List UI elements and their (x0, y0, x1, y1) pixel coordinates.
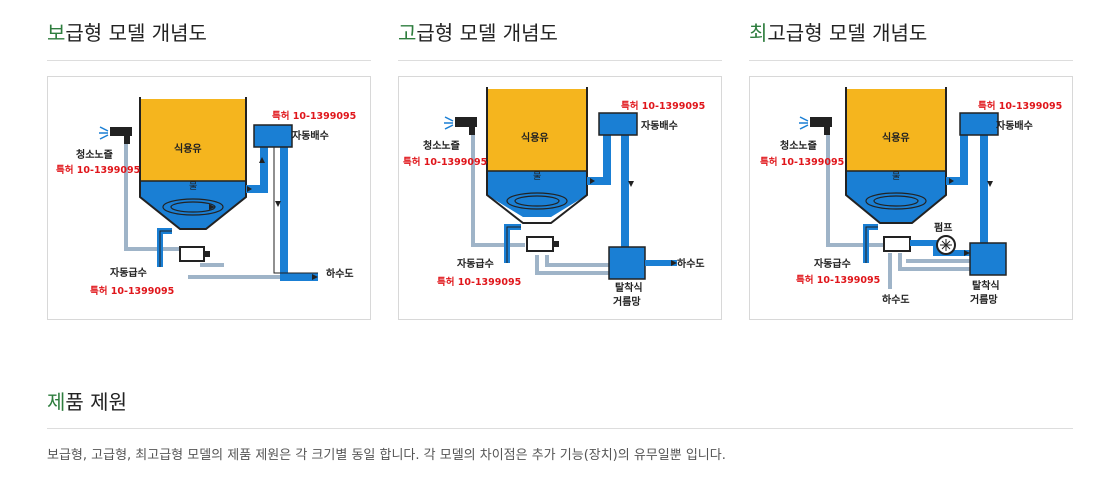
svg-text:청소노즐: 청소노즐 (780, 139, 817, 152)
sewer-label: 하수도 (326, 267, 354, 280)
diagram-basic: 식용유 물 청소노즐 특허 10-1399095 특허 10-1399095 자… (47, 76, 371, 320)
premium-diagram-svg: 식용유 물 청소노즐 특허 10-1399095 특허 10-1399095 자… (403, 87, 705, 308)
drain-pipe (246, 129, 318, 281)
svg-text:자동배수: 자동배수 (996, 119, 1033, 132)
svg-text:자동급수: 자동급수 (814, 257, 851, 270)
nozzle-label: 청소노즐 (76, 148, 113, 161)
svg-text:특허 10-1399095: 특허 10-1399095 (796, 274, 880, 286)
svg-text:특허 10-1399095: 특허 10-1399095 (760, 156, 844, 168)
spec-description: 보급형, 고급형, 최고급형 모델의 제품 제원은 각 크기별 동일 합니다. … (47, 448, 726, 463)
oil-label: 식용유 (174, 142, 202, 155)
svg-text:식용유: 식용유 (521, 131, 549, 144)
valve-box (179, 246, 205, 262)
nozzle-icon (110, 127, 132, 136)
model-title: 보급형 모델 개념도 (47, 21, 207, 45)
auto-drain-label: 자동배수 (292, 129, 329, 142)
spec-title: 제품 제원 (47, 390, 127, 414)
svg-text:거름망: 거름망 (970, 293, 998, 306)
svg-text:거름망: 거름망 (613, 295, 641, 308)
svg-text:특허 10-1399095: 특허 10-1399095 (978, 100, 1062, 112)
gray-pipe (124, 137, 186, 251)
model-title: 고급형 모델 개념도 (398, 21, 558, 45)
water-label: 물 (189, 181, 197, 192)
divider (398, 60, 722, 61)
divider (749, 60, 1073, 61)
patent-label: 특허 10-1399095 (90, 285, 174, 297)
svg-text:펌프: 펌프 (934, 221, 952, 234)
svg-text:특허 10-1399095: 특허 10-1399095 (403, 156, 487, 168)
diagram-deluxe: 식용유 물 청소노즐 특허 10-1399095 특허 10-1399095 자… (749, 76, 1073, 320)
svg-text:물: 물 (892, 171, 900, 182)
model-deluxe: 최고급형 모델 개념도 (749, 18, 1073, 320)
basic-diagram-svg: 식용유 물 청소노즐 특허 10-1399095 특허 10-1399095 자… (56, 97, 356, 297)
svg-text:자동급수: 자동급수 (457, 257, 494, 270)
svg-text:물: 물 (533, 171, 541, 182)
svg-text:특허 10-1399095: 특허 10-1399095 (621, 100, 705, 112)
svg-text:식용유: 식용유 (882, 131, 910, 144)
svg-text:탈착식: 탈착식 (615, 281, 643, 294)
svg-text:하수도: 하수도 (882, 293, 910, 306)
deluxe-diagram-svg: 식용유 물 청소노즐 특허 10-1399095 특허 10-1399095 자… (760, 87, 1062, 306)
divider (47, 60, 371, 61)
auto-supply-label: 자동급수 (110, 266, 147, 279)
svg-text:하수도: 하수도 (677, 257, 705, 270)
patent-label: 특허 10-1399095 (56, 164, 140, 176)
patent-label: 특허 10-1399095 (272, 110, 356, 122)
divider (47, 428, 1073, 429)
svg-text:탈착식: 탈착식 (972, 279, 1000, 292)
model-title: 최고급형 모델 개념도 (749, 21, 928, 45)
diagram-premium: 식용유 물 청소노즐 특허 10-1399095 특허 10-1399095 자… (398, 76, 722, 320)
model-premium: 고급형 모델 개념도 (398, 18, 722, 320)
svg-text:청소노즐: 청소노즐 (423, 139, 460, 152)
svg-text:자동배수: 자동배수 (641, 119, 678, 132)
svg-text:특허 10-1399095: 특허 10-1399095 (437, 276, 521, 288)
model-basic: 보급형 모델 개념도 (47, 18, 371, 320)
